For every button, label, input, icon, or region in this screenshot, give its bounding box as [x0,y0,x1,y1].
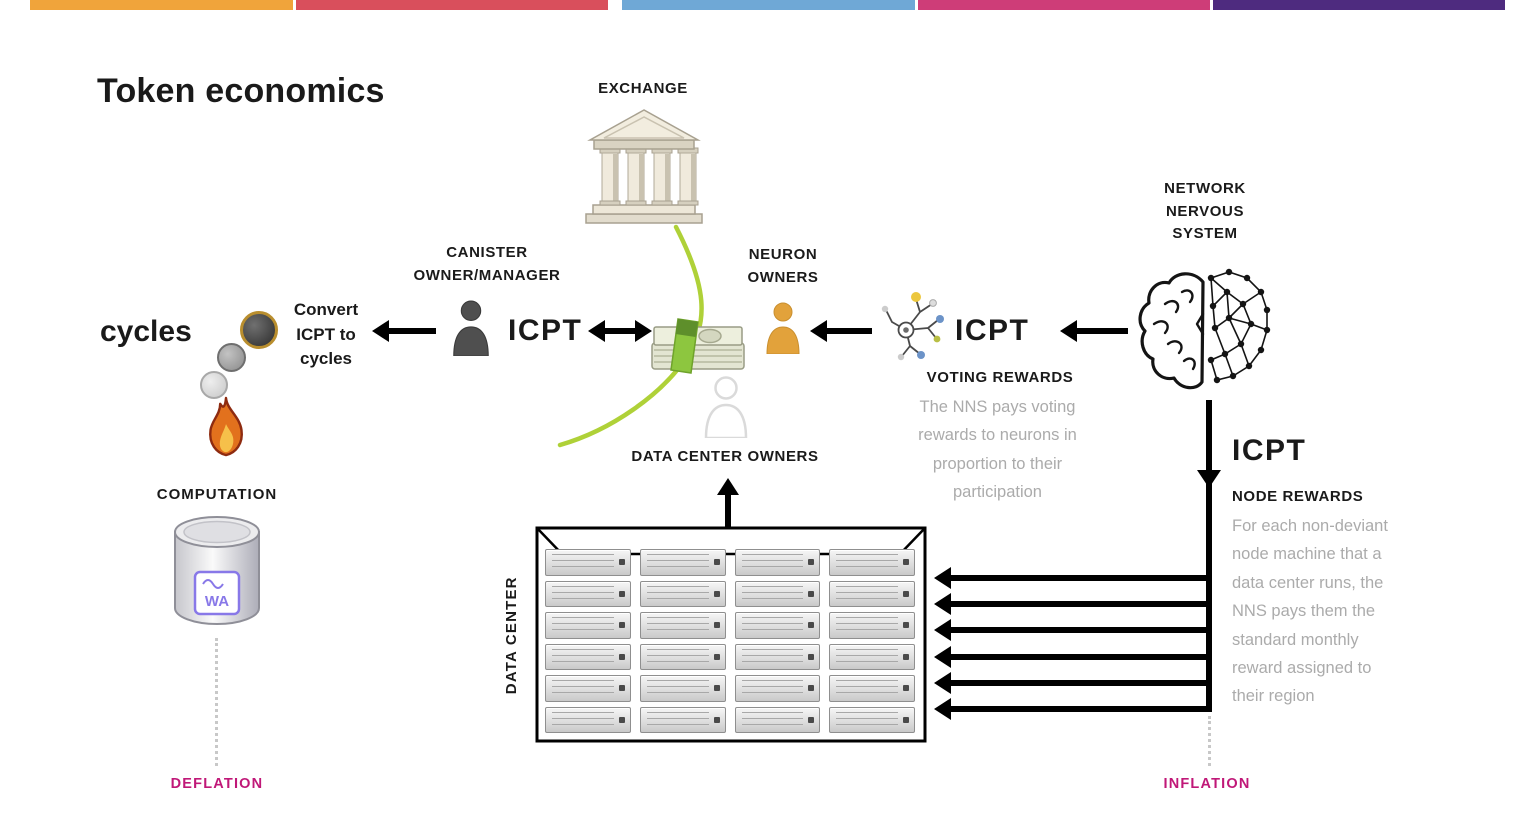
stripe-segment [30,0,293,10]
server-unit [829,580,915,607]
neuron-owner-person-icon [766,302,800,354]
reward-arrow [934,619,1212,641]
cycles-label: cycles [100,315,192,348]
coin-icon [217,343,246,372]
burn-fire-icon [209,396,243,457]
neuron-to-owner-arrow [810,320,872,342]
voting-rewards-title: VOTING REWARDS [926,369,1074,386]
node-rewards-title: NODE REWARDS [1232,488,1364,505]
canister-owner-label: CANISTER OWNER/MANAGER [413,244,561,284]
nns-to-voting-arrow [1060,320,1128,342]
server-unit [734,549,821,576]
inflation-dotted-line [1208,716,1211,766]
data-center-label: DATA CENTER [502,576,520,695]
money-stack-icon [651,318,745,374]
bank-icon [585,109,703,224]
icpt-exchange-label: ICPT [508,314,583,347]
server-unit [545,612,631,639]
server-unit [734,612,821,639]
stripe-segment [1213,0,1505,10]
server-unit [829,675,915,702]
server-grid [545,549,915,733]
computation-cylinder-icon: WA [174,516,260,625]
data-center-owners-label: DATA CENTER OWNERS [631,448,819,465]
server-unit [545,549,631,576]
wa-badge-text: WA [205,593,229,610]
server-unit [734,580,821,607]
voting-rewards-body: The NNS pays voting rewards to neurons i… [918,398,1077,502]
convert-note: Convert ICPT to cycles [293,300,359,369]
reward-arrow [934,646,1212,668]
server-unit [639,549,726,576]
exchange-double-arrow [588,320,652,342]
server-unit [639,580,726,607]
server-unit [545,675,631,702]
computation-label: COMPUTATION [156,486,278,503]
server-unit [829,643,915,670]
exchange-label: EXCHANGE [598,80,688,97]
nns-trunk-line [1206,400,1212,712]
icpt-node-label: ICPT [1232,434,1307,467]
reward-arrow [934,593,1212,615]
server-unit [639,643,726,670]
brain-icon [1138,268,1271,390]
inflation-label: INFLATION [1163,776,1251,792]
page-title: Token economics [97,72,385,110]
server-unit [639,706,726,733]
stripe-segment [296,0,608,10]
coin-icon [200,371,228,399]
reward-arrow [934,567,1212,589]
node-rewards-down-arrowhead [1197,470,1221,488]
server-unit [545,580,631,607]
canister-owner-person-icon [453,300,489,356]
reward-arrow [934,698,1212,720]
server-unit [734,706,821,733]
server-unit [734,675,821,702]
data-center-up-arrow [717,478,739,528]
deflation-label: DEFLATION [170,776,264,792]
server-unit [829,612,915,639]
deflation-dotted-line [215,638,218,766]
server-unit [734,643,821,670]
nns-label: NETWORK NERVOUS SYSTEM [1164,180,1246,242]
neuron-owners-label: NEURON OWNERS [747,246,819,286]
server-unit [639,675,726,702]
node-rewards-body: For each non-deviant node machine that a… [1232,517,1388,706]
server-unit [639,612,726,639]
server-unit [829,706,915,733]
stripe-segment [918,0,1210,10]
icpt-voting-label: ICPT [955,314,1030,347]
data-center-owner-person-icon [704,376,748,438]
reward-arrow [934,672,1212,694]
server-unit [545,706,631,733]
server-unit [545,643,631,670]
canister-to-cycles-arrow [372,320,436,342]
server-unit [829,549,915,576]
neuron-icon [881,292,944,361]
coin-icon [240,311,278,349]
stripe-segment [622,0,915,10]
